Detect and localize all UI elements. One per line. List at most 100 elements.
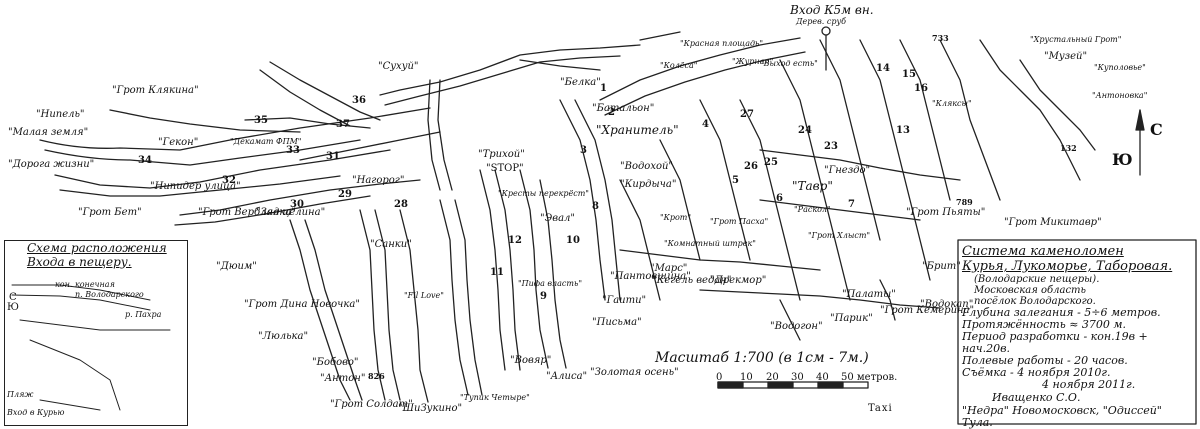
passage [519, 59, 601, 71]
map-label: "Зал целина" [256, 207, 326, 218]
scale-title: Масштаб 1:700 (в 1см - 7м.) [655, 350, 869, 366]
legend-stat: 4 ноября 2011г. [1042, 378, 1136, 391]
passage [289, 219, 351, 401]
map-label: "Сухуй" [378, 61, 419, 72]
passage-number: 24 [798, 125, 812, 136]
passage-number: 14 [876, 63, 890, 74]
entrance-shaft [821, 26, 831, 36]
map-label: "Палаты" [842, 289, 896, 300]
passage [559, 99, 606, 301]
passage [639, 31, 681, 41]
map-label: "Комнатный штрек" [664, 239, 756, 248]
passage-number: 36 [352, 95, 366, 106]
passage-number: 31 [326, 151, 340, 162]
inset-title-2: Входа в пещеру. [27, 255, 132, 269]
passage-number: 32 [222, 175, 236, 186]
map-label: "Хранитель" [596, 123, 679, 137]
passage-number: 28 [394, 199, 408, 210]
passage-number: 37 [336, 119, 350, 130]
inset-south: Ю [7, 302, 19, 313]
passage [39, 107, 431, 151]
signature: Taxi [868, 403, 893, 414]
map-label: "Пифа власть" [518, 279, 583, 288]
map-label: "Вовяр" [510, 355, 552, 366]
legend-author: Иващенко С.О. [992, 391, 1081, 404]
location-inset: Схема расположения Входа в пещеру. кон. … [4, 240, 188, 426]
map-label: "Нипель" [36, 109, 85, 120]
passage-number: 33 [286, 145, 300, 156]
legend-org: "Недра" Новомосковск, "Одиссей" Тула. [962, 404, 1162, 429]
scale-tick-10: 10 [740, 372, 753, 383]
map-label: "Грот Солдат" [330, 399, 413, 410]
passage [479, 169, 506, 371]
scale-tick-20: 20 [766, 372, 779, 383]
map-label: "Алиса" [546, 371, 588, 382]
map-label: "Fil Love" [404, 291, 444, 300]
map-label: "Кресты перекрёст" [498, 189, 589, 198]
map-label: "Кегель ведан" [652, 275, 732, 286]
map-label: "Куполовье" [1094, 63, 1146, 72]
passage-number: 29 [338, 189, 352, 200]
map-label: "Дорога жизни" [8, 159, 95, 170]
passage-number: 132 [1060, 143, 1077, 153]
inset-label-entrance: Вход в Курью [7, 408, 65, 417]
scale-panel: Масштаб 1:700 (в 1см - 7м.) [655, 350, 955, 366]
map-label: "STOP" [486, 163, 524, 174]
passage [819, 39, 881, 241]
passage [379, 44, 641, 96]
map-label: "Золотая осень" [590, 367, 679, 378]
passage-number: 11 [490, 267, 504, 278]
map-label: "Кирдыча" [620, 179, 677, 190]
passage [939, 39, 1001, 201]
passage [619, 249, 821, 271]
map-label: "ШиЗукино" [398, 403, 463, 414]
passage [437, 79, 453, 191]
map-label: "Трихой" [478, 149, 525, 160]
passage [374, 209, 401, 401]
map-label: "Марс" [650, 263, 688, 274]
passage-number: 30 [290, 199, 304, 210]
passage [59, 175, 341, 197]
passage-number: 4 [702, 119, 709, 130]
entrance-sub: Дерев. сруб [796, 17, 846, 26]
legend-frame [957, 239, 1197, 425]
passage [599, 37, 801, 101]
compass-arrow [1135, 109, 1145, 176]
passage-number: 27 [740, 109, 754, 120]
passage [659, 139, 701, 261]
passage-number: 826 [368, 371, 385, 381]
map-label: "Грот Хлыст" [808, 231, 871, 240]
passage-number: 9 [540, 291, 547, 302]
passage [519, 169, 549, 369]
legend-stat: Полевые работы - 20 часов. [962, 354, 1128, 367]
map-label: "Раскол" [794, 205, 831, 214]
passage [979, 39, 1081, 181]
passage [779, 59, 851, 301]
legend-stat: Съёмка - 4 ноября 2010г. [962, 366, 1111, 379]
map-label: "Тупик Четыре" [460, 393, 530, 402]
map-label: "Грот Верблядка" [198, 207, 296, 218]
passage [109, 109, 301, 133]
entrance-title: Вход К5м вн. [790, 3, 874, 17]
compass-south: Ю [1112, 150, 1133, 169]
map-label: "Дрекмор" [710, 275, 767, 286]
legend-panel: Система каменоломен Курья, Лукоморье, Та… [962, 244, 1194, 429]
scale-tick-0: 0 [716, 372, 723, 383]
scale-bar [717, 381, 869, 389]
passage [384, 55, 621, 106]
map-label: "Люлька" [258, 331, 309, 342]
passage [174, 195, 371, 226]
map-label: "Батальон" [592, 103, 655, 114]
passage-number: 3 [580, 145, 587, 156]
passage-number: 733 [932, 33, 949, 43]
legend-subtitle-2: Московская область [974, 285, 1086, 296]
compass-north: С [1150, 120, 1163, 139]
passage [439, 199, 469, 396]
legend-stat: Глубина залегания - 5÷6 метров. [962, 306, 1161, 319]
legend-title-1: Система каменоломен [962, 244, 1124, 259]
passage-number: 23 [824, 141, 838, 152]
map-label: "Грот Микитавр" [1004, 217, 1102, 228]
passage-number: 10 [566, 235, 580, 246]
passage [699, 99, 751, 261]
